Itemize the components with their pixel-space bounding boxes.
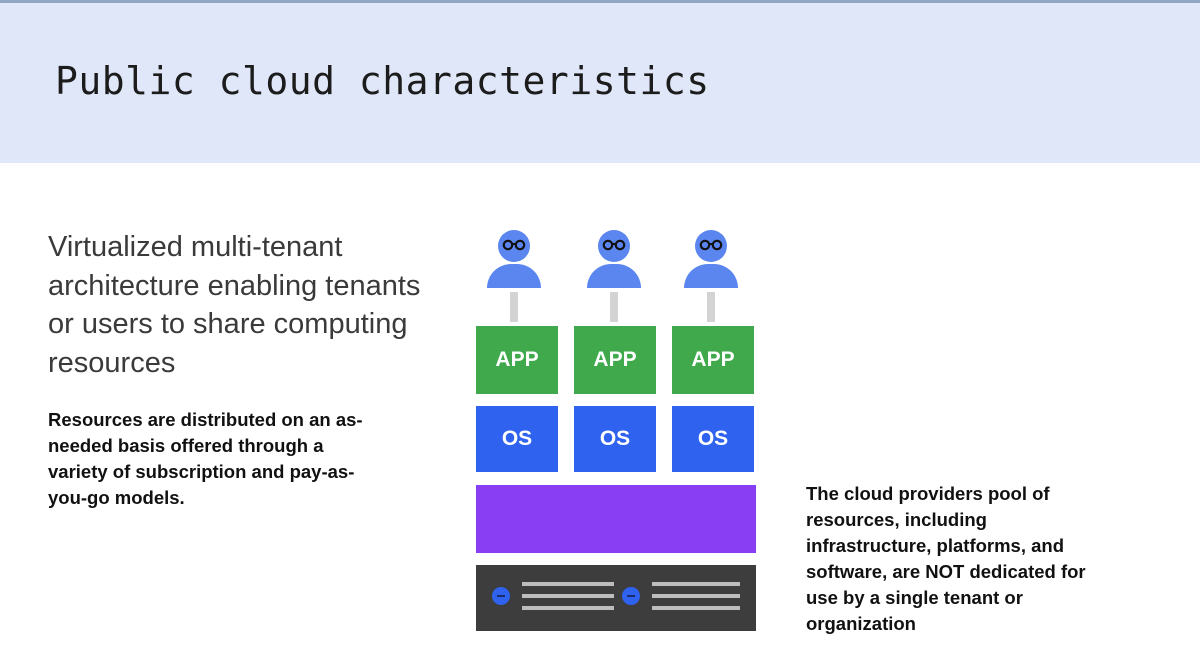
drive-slot	[522, 594, 614, 598]
user-body	[587, 264, 641, 288]
connector	[610, 292, 618, 322]
glasses-icon	[502, 239, 526, 251]
user-body	[684, 264, 738, 288]
app-box-1: APP	[476, 326, 558, 394]
tenant-user-3	[681, 230, 741, 322]
drive-slot	[652, 606, 740, 610]
server-led-icon	[622, 587, 640, 605]
connector	[707, 292, 715, 322]
user-body	[487, 264, 541, 288]
shared-virtualization-layer	[476, 485, 756, 553]
os-box-1: OS	[476, 406, 558, 472]
title-band: Public cloud characteristics	[0, 3, 1200, 163]
drive-slot	[522, 582, 614, 586]
glasses-icon	[602, 239, 626, 251]
tenant-user-1	[484, 230, 544, 322]
tenant-user-2	[584, 230, 644, 322]
top-border	[0, 0, 1200, 3]
drive-slot	[652, 594, 740, 598]
side-note-text: The cloud providers pool of resources, i…	[806, 483, 1086, 634]
os-box-2: OS	[574, 406, 656, 472]
app-box-2: APP	[574, 326, 656, 394]
server-hardware	[476, 565, 756, 631]
lead-text: Virtualized multi-tenant architecture en…	[48, 231, 421, 379]
server-led-icon	[492, 587, 510, 605]
app-box-3: APP	[672, 326, 754, 394]
sub-text: Resources are distributed on an as-neede…	[48, 409, 363, 508]
slide-title: Public cloud characteristics	[55, 59, 710, 103]
os-box-3: OS	[672, 406, 754, 472]
drive-slot	[522, 606, 614, 610]
glasses-icon	[699, 239, 723, 251]
drive-slot	[652, 582, 740, 586]
connector	[510, 292, 518, 322]
